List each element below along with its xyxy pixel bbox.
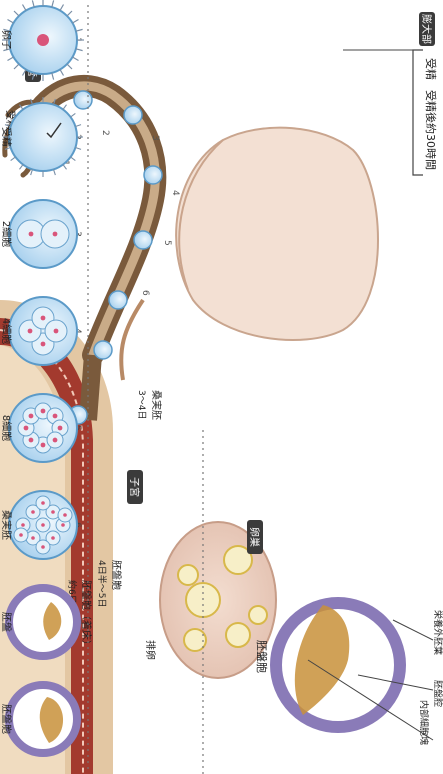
morula-label: 桑実胚 (150, 390, 163, 420)
path-number: 6 (140, 290, 150, 296)
path-marker-6 (109, 291, 127, 309)
path-marker-8 (69, 406, 87, 424)
trophoblast-label: 栄養外胚葉 (432, 610, 443, 655)
path-marker-7 (94, 341, 112, 359)
follicle (226, 623, 250, 647)
broad-ligament (176, 128, 378, 340)
time-span-label: 受精後約30時間 (424, 90, 438, 170)
icm-label: 内部細胞塊 (418, 700, 430, 745)
oviduct-tag: 卵管 (25, 52, 41, 82)
uterus-illustration (0, 300, 143, 774)
cavity-label: 胚盤腔 (432, 680, 443, 707)
bracket-line (413, 50, 423, 175)
blastocyst-day-label: 胚盤胞 (110, 560, 123, 590)
follicle (249, 606, 267, 624)
morula-days: 3〜4日 (136, 390, 147, 419)
morula-callout: 桑実胚 3〜4日 (136, 390, 163, 420)
path-marker-5 (134, 231, 152, 249)
path-marker-4 (144, 166, 162, 184)
path-marker-2 (74, 91, 92, 109)
ampulla-tag: 膨大部 (419, 12, 435, 46)
path-number: 5 (162, 240, 172, 246)
path-marker-3 (124, 106, 142, 124)
blastocyst-title: 胚盤胞 (255, 640, 268, 673)
path-number: 4 (170, 190, 180, 196)
ovulation-label: 排卵 (144, 640, 157, 660)
fertilization-label: 受精 (424, 58, 437, 80)
path-number: 3 (150, 135, 160, 141)
uterus-tag: 子宮 (127, 470, 143, 504)
tube-isthmus (88, 355, 93, 420)
follicle (178, 565, 198, 585)
path-number: 2 (100, 130, 110, 136)
ovary-tag: 卵巣 (247, 520, 263, 554)
uterine-fundus-edge (121, 300, 143, 380)
uterine-cavity (0, 345, 65, 774)
path-number: 1 (60, 160, 70, 166)
path-marker-1 (14, 136, 32, 154)
blastocyst-detail: 栄養外胚葉 胚盤腔 内部細胞塊 胚盤胞 (255, 603, 443, 745)
